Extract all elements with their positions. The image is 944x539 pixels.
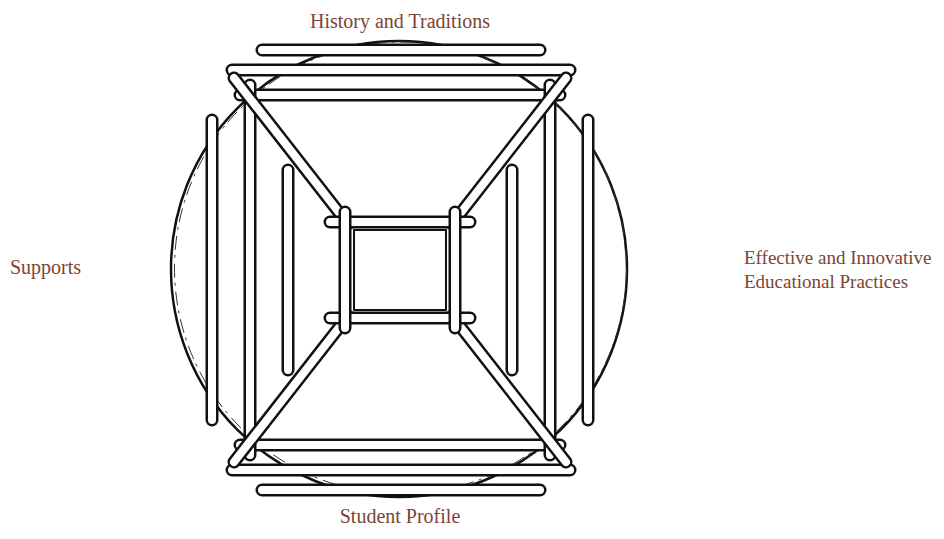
log-body xyxy=(284,170,292,370)
section-label: Student Profile xyxy=(340,504,461,528)
log xyxy=(232,70,570,71)
log-outline xyxy=(262,44,540,57)
log xyxy=(588,120,589,420)
log xyxy=(262,50,540,51)
log xyxy=(234,316,348,462)
log-outline xyxy=(544,85,557,455)
outer-circle xyxy=(171,41,627,497)
log-outline xyxy=(206,120,219,420)
log-outline xyxy=(244,85,257,455)
section-label: Effective and Innovative Educational Pra… xyxy=(744,246,934,294)
label-slot: Supports xyxy=(10,255,81,279)
outer-circle-sketch xyxy=(175,42,627,494)
log xyxy=(232,470,570,471)
log xyxy=(212,120,213,420)
log-outline xyxy=(232,64,570,77)
log-body xyxy=(240,91,560,99)
log-outline xyxy=(452,78,566,224)
log-outline xyxy=(240,89,560,102)
log-body xyxy=(234,316,348,462)
log xyxy=(288,170,289,370)
log-outline xyxy=(506,170,519,370)
label-slot: Effective and Innovative Educational Pra… xyxy=(744,246,934,294)
log xyxy=(240,95,560,96)
log-outline xyxy=(449,212,462,328)
log-outline xyxy=(232,464,570,477)
log-outline xyxy=(339,212,352,328)
log-outline xyxy=(240,439,560,452)
log-body xyxy=(584,120,592,420)
log xyxy=(455,212,456,328)
log xyxy=(452,316,566,462)
log-body xyxy=(452,78,566,224)
log xyxy=(262,490,540,491)
log-body xyxy=(232,66,570,74)
log-outline xyxy=(234,78,348,224)
log-body xyxy=(546,85,554,455)
log-group xyxy=(212,50,588,490)
log xyxy=(345,212,346,328)
log-outline xyxy=(582,120,595,420)
log-body xyxy=(234,78,348,224)
log xyxy=(250,85,251,455)
log-body xyxy=(262,486,540,494)
section-label: Supports xyxy=(10,255,81,279)
log-body xyxy=(240,441,560,449)
log-body xyxy=(452,316,566,462)
log-outline xyxy=(282,170,295,370)
log-body xyxy=(508,170,516,370)
inner-opening xyxy=(354,230,446,310)
log xyxy=(550,85,551,455)
log-body xyxy=(232,466,570,474)
label-slot: History and Traditions xyxy=(310,9,490,33)
section-label: History and Traditions xyxy=(310,9,490,33)
log-outline xyxy=(262,484,540,497)
log xyxy=(512,170,513,370)
log-body xyxy=(262,46,540,54)
log-body xyxy=(246,85,254,455)
log xyxy=(452,78,566,224)
log-body xyxy=(341,212,349,328)
log-body xyxy=(208,120,216,420)
log xyxy=(234,78,348,224)
label-slot: Student Profile xyxy=(340,504,461,528)
log-outline xyxy=(234,316,348,462)
log-outline xyxy=(452,316,566,462)
log xyxy=(240,445,560,446)
log-body xyxy=(451,212,459,328)
